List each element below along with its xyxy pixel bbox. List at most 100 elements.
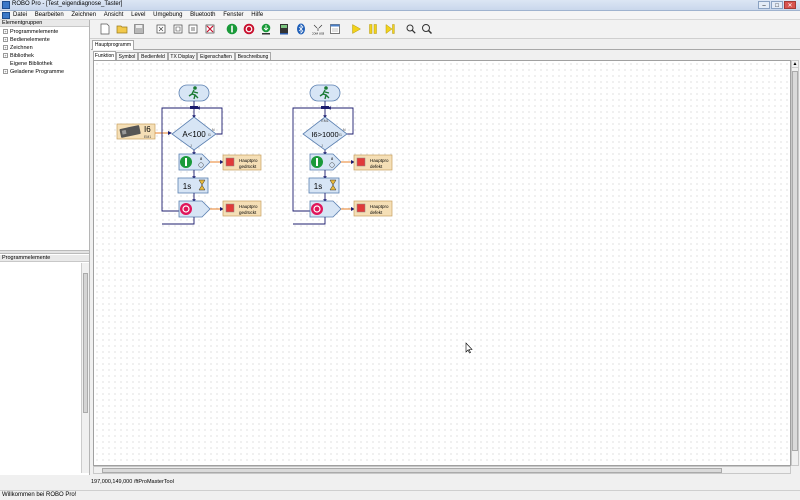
scroll-up-icon[interactable]: ▲	[792, 61, 798, 68]
horizontal-scroll-thumb[interactable]	[102, 468, 722, 473]
pin-label: 8	[200, 156, 203, 161]
panel-button-1[interactable]: Hauptpro gedrückt	[222, 154, 262, 171]
merge-point	[321, 106, 329, 109]
svg-text:COM USB: COM USB	[312, 32, 324, 36]
output-block-2[interactable]	[178, 200, 211, 218]
start-block[interactable]	[309, 84, 341, 102]
output-block-1[interactable]: 8	[309, 153, 342, 171]
tree-item-zeichnen[interactable]: +Zeichnen	[3, 45, 33, 52]
expand-icon[interactable]: +	[3, 29, 8, 35]
cut-icon[interactable]	[155, 23, 167, 35]
red-button-icon	[356, 203, 366, 213]
hourglass-icon	[198, 179, 206, 191]
output-block-1[interactable]: 8	[178, 153, 211, 171]
download-icon[interactable]	[260, 23, 272, 35]
elements-scrollbar[interactable]	[81, 263, 89, 473]
menu-hilfe[interactable]: Hilfe	[251, 12, 264, 18]
delete-icon[interactable]	[204, 23, 216, 35]
tab-funktion[interactable]: Funktion	[93, 51, 116, 61]
paste-icon[interactable]	[187, 23, 199, 35]
compare-block[interactable]: A<100 I1 J N	[171, 116, 217, 151]
stop-icon[interactable]	[243, 23, 255, 35]
com-usb-icon[interactable]: COM USB	[312, 23, 324, 35]
step-icon[interactable]	[384, 23, 396, 35]
panel-button-1[interactable]: Hauptpro defekt	[353, 154, 393, 171]
expand-icon[interactable]: +	[3, 37, 8, 43]
panel-button-2[interactable]: Hauptpro gedrückt	[222, 200, 262, 217]
compare-port-label: I1	[208, 133, 211, 137]
flowchart: A<100 I1 J N I6 EM1	[116, 84, 473, 354]
compare-block[interactable]: EM1 I6>1000 I1 J N	[302, 116, 348, 151]
start-icon[interactable]	[226, 23, 238, 35]
tree-item-programmelemente[interactable]: +Programmelemente	[3, 29, 58, 36]
app-icon	[2, 1, 10, 9]
info-green-icon	[180, 156, 192, 168]
wait-block[interactable]: 1s	[177, 177, 209, 194]
expand-icon[interactable]: +	[3, 45, 8, 51]
start-block[interactable]	[178, 84, 210, 102]
panel-button-2[interactable]: Hauptpro defekt	[353, 200, 393, 217]
wait-block[interactable]: 1s	[308, 177, 340, 194]
compare-port-label: I1	[339, 133, 342, 137]
horizontal-scrollbar[interactable]	[93, 466, 791, 474]
close-button[interactable]: ✕	[784, 1, 796, 9]
system-menu-icon[interactable]	[2, 12, 10, 19]
program-tab-strip: Hauptprogramm	[91, 39, 800, 50]
program-elements-header: Programmelemente	[0, 255, 89, 262]
output-block-2[interactable]	[309, 200, 342, 218]
compare-label: A<100	[182, 130, 206, 139]
play-icon[interactable]	[350, 23, 362, 35]
menu-fenster[interactable]: Fenster	[223, 12, 244, 18]
menu-bar: Datei Bearbeiten Zeichnen Ansicht Level …	[0, 11, 800, 20]
status-bar: Willkommen bei ROBO Pro!	[0, 490, 800, 500]
running-man-icon	[319, 86, 330, 100]
menu-umgebung[interactable]: Umgebung	[153, 12, 183, 18]
tab-beschreibung[interactable]: Beschreibung	[235, 52, 271, 60]
menu-ansicht[interactable]: Ansicht	[103, 12, 124, 18]
pause-icon[interactable]	[367, 23, 379, 35]
menu-zeichnen[interactable]: Zeichnen	[71, 12, 97, 18]
tab-symbol[interactable]: Symbol	[116, 52, 138, 60]
tree-item-geladene-programme[interactable]: +Geladene Programme	[3, 69, 64, 76]
tab-eigenschaften[interactable]: Eigenschaften	[197, 52, 235, 60]
merge-point	[190, 106, 198, 109]
input-i6-block[interactable]: I6 EM1	[116, 123, 156, 140]
new-file-icon[interactable]	[99, 23, 111, 35]
tab-hauptprogramm[interactable]: Hauptprogramm	[92, 40, 134, 50]
menu-bearbeiten[interactable]: Bearbeiten	[34, 12, 64, 18]
elements-scroll-thumb[interactable]	[83, 273, 88, 413]
panel-label-line2: gedrückt	[239, 164, 257, 169]
menu-datei[interactable]: Datei	[13, 12, 28, 18]
hourglass-icon	[329, 179, 337, 191]
vertical-scroll-thumb[interactable]	[792, 71, 798, 451]
tree-item-eigene-bibliothek[interactable]: Eigene Bibliothek	[10, 61, 53, 68]
window-icon[interactable]	[329, 23, 341, 35]
copy-icon[interactable]	[172, 23, 184, 35]
maximize-button[interactable]: □	[771, 1, 783, 9]
expand-icon[interactable]: +	[3, 69, 8, 75]
program-canvas[interactable]: A<100 I1 J N I6 EM1	[93, 60, 791, 466]
red-button-icon	[225, 203, 235, 213]
tree-item-bedienelemente[interactable]: +Bedienelemente	[3, 37, 50, 44]
panel-splitter[interactable]	[0, 250, 89, 254]
menu-bluetooth[interactable]: Bluetooth	[190, 12, 216, 18]
save-icon[interactable]	[133, 23, 145, 35]
branch-no-label: N	[343, 128, 346, 132]
expand-icon[interactable]: +	[3, 53, 8, 59]
zoom-icon[interactable]	[421, 23, 433, 35]
tree-item-bibliothek[interactable]: +Bibliothek	[3, 53, 34, 60]
red-button-icon	[356, 157, 366, 167]
open-folder-icon[interactable]	[116, 23, 128, 35]
interface-icon[interactable]	[278, 23, 290, 35]
menu-level[interactable]: Level	[131, 12, 146, 18]
tab-tx-display[interactable]: TX Display	[168, 52, 197, 60]
panel-label-line2: gedrückt	[239, 210, 257, 215]
pin-label: 8	[331, 156, 334, 161]
tree-item-label: Geladene Programme	[10, 69, 65, 75]
tab-bedienfeld[interactable]: Bedienfeld	[138, 52, 168, 60]
bluetooth-icon[interactable]	[295, 23, 307, 35]
stop-red-icon	[180, 203, 192, 215]
minimize-button[interactable]: –	[758, 1, 770, 9]
vertical-scrollbar[interactable]: ▲	[791, 60, 799, 466]
zoom-in-icon[interactable]	[405, 23, 417, 35]
